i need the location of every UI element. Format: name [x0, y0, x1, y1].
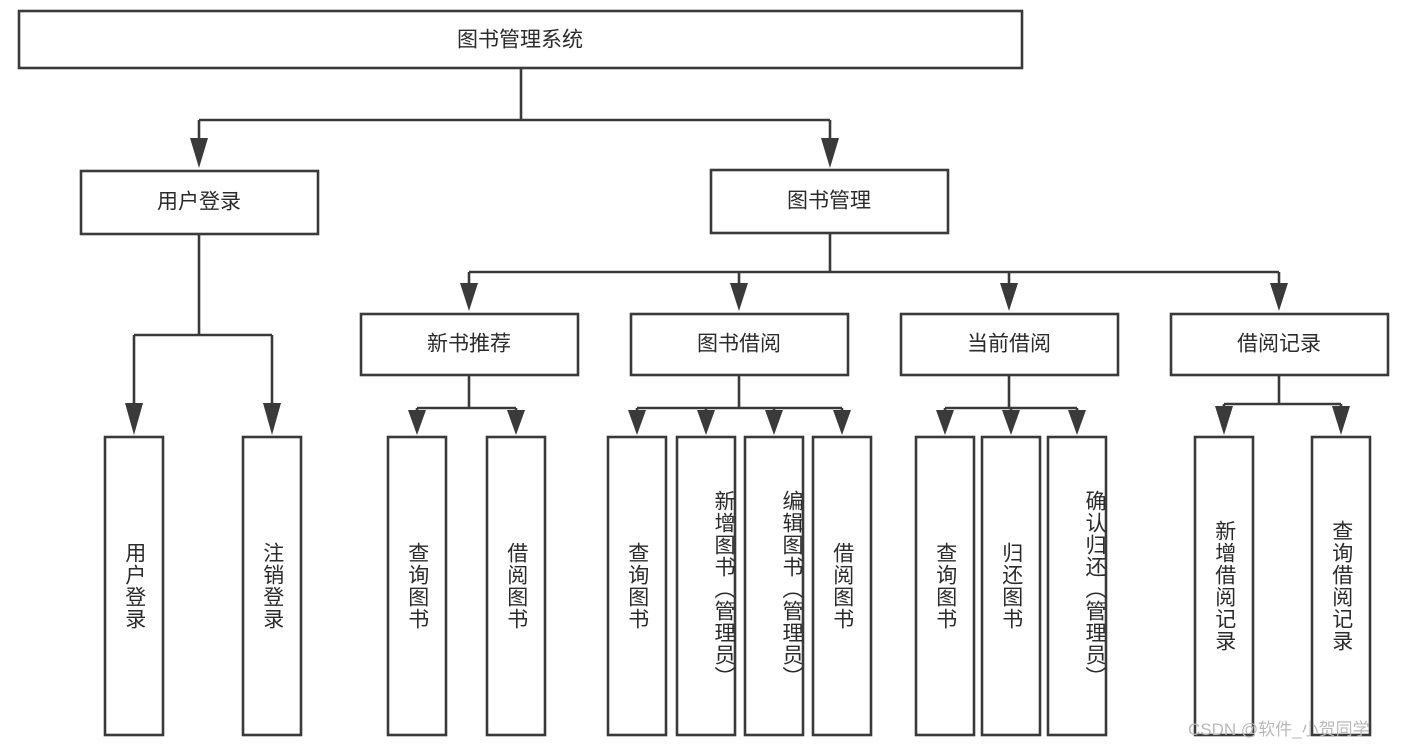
- arrow-head-borrow-record: [1270, 283, 1288, 311]
- node-current-borrow[interactable]: 当前借阅: [899, 312, 1120, 377]
- node-leaf-add-borrow-record-rect[interactable]: [1193, 435, 1255, 737]
- node-leaf-query-book-borrow-rect[interactable]: [606, 435, 668, 737]
- arrow-head-leaf-edit-book-admin: [765, 410, 783, 435]
- arrow-head-leaf-query-book-recommend: [408, 410, 426, 435]
- node-book-management-label: 图书管理: [787, 190, 871, 213]
- node-leaf-logout-login-rect[interactable]: [241, 435, 303, 737]
- node-book-management-rect[interactable]: [709, 168, 950, 235]
- node-new-book-recommend[interactable]: 新书推荐: [359, 312, 580, 377]
- node-current-borrow-rect[interactable]: [899, 312, 1120, 377]
- arrow-head-leaf-query-book-borrow: [628, 410, 646, 435]
- node-leaf-borrow-book-rect[interactable]: [811, 435, 873, 737]
- arrow-head-new-book-recommend: [460, 283, 478, 311]
- node-user-login[interactable]: 用户登录: [79, 169, 320, 236]
- arrow-head-leaf-add-borrow-record: [1215, 406, 1233, 435]
- node-borrow-record[interactable]: 借阅记录: [1169, 312, 1390, 377]
- node-book-borrow-rect[interactable]: [629, 312, 850, 377]
- arrow-head-leaf-confirm-return-admin: [1068, 410, 1086, 435]
- arrow-head-book-borrow: [730, 283, 748, 311]
- node-book-management[interactable]: 图书管理: [709, 168, 950, 235]
- arrow-head-leaf-return-book: [1002, 410, 1020, 435]
- arrow-head-leaf-query-borrow-record: [1332, 406, 1350, 435]
- node-leaf-query-borrow-record-rect[interactable]: [1310, 435, 1372, 737]
- node-book-borrow[interactable]: 图书借阅: [629, 312, 850, 377]
- arrow-head-leaf-add-book-admin: [697, 410, 715, 435]
- node-leaf-return-book-rect[interactable]: [980, 435, 1042, 737]
- node-layer: 图书管理系统 用户登录 图书管理 新书推荐 图书借阅 当前: [17, 9, 1390, 737]
- node-current-borrow-label: 当前借阅: [967, 333, 1051, 356]
- node-leaf-query-book-recommend-rect[interactable]: [386, 435, 448, 737]
- node-leaf-edit-book-admin-rect[interactable]: [743, 435, 805, 737]
- node-root-label: 图书管理系统: [457, 29, 583, 52]
- node-book-borrow-label: 图书借阅: [697, 333, 781, 356]
- arrow-head-book-management: [821, 138, 839, 168]
- arrow-head-leaf-logout-login: [263, 403, 281, 435]
- node-user-login-rect[interactable]: [79, 169, 320, 236]
- node-borrow-record-rect[interactable]: [1169, 312, 1390, 377]
- arrow-head-leaf-borrow-book: [833, 410, 851, 435]
- node-leaf-query-book-current-rect[interactable]: [914, 435, 976, 737]
- node-new-book-recommend-rect[interactable]: [359, 312, 580, 377]
- node-new-book-recommend-label: 新书推荐: [427, 333, 511, 356]
- arrow-head-current-borrow: [1000, 283, 1018, 311]
- arrow-head-leaf-query-book-current: [936, 410, 954, 435]
- csdn-watermark: CSDN @软件_小贺同学: [1188, 720, 1370, 739]
- node-user-login-label: 用户登录: [157, 191, 241, 214]
- node-root-rect[interactable]: [17, 9, 1024, 70]
- arrow-head-leaf-borrow-book-recommend: [507, 410, 525, 435]
- arrow-head-user-login: [190, 138, 208, 168]
- node-root[interactable]: 图书管理系统: [17, 9, 1024, 70]
- node-leaf-user-login-rect[interactable]: [103, 435, 165, 737]
- node-borrow-record-label: 借阅记录: [1237, 333, 1321, 356]
- connector-layer: [125, 68, 1350, 435]
- arrow-head-leaf-user-login: [125, 403, 143, 435]
- node-leaf-confirm-return-admin-rect[interactable]: [1046, 435, 1108, 737]
- node-leaf-add-book-admin-rect[interactable]: [675, 435, 737, 737]
- node-leaf-borrow-book-recommend-rect[interactable]: [485, 435, 547, 737]
